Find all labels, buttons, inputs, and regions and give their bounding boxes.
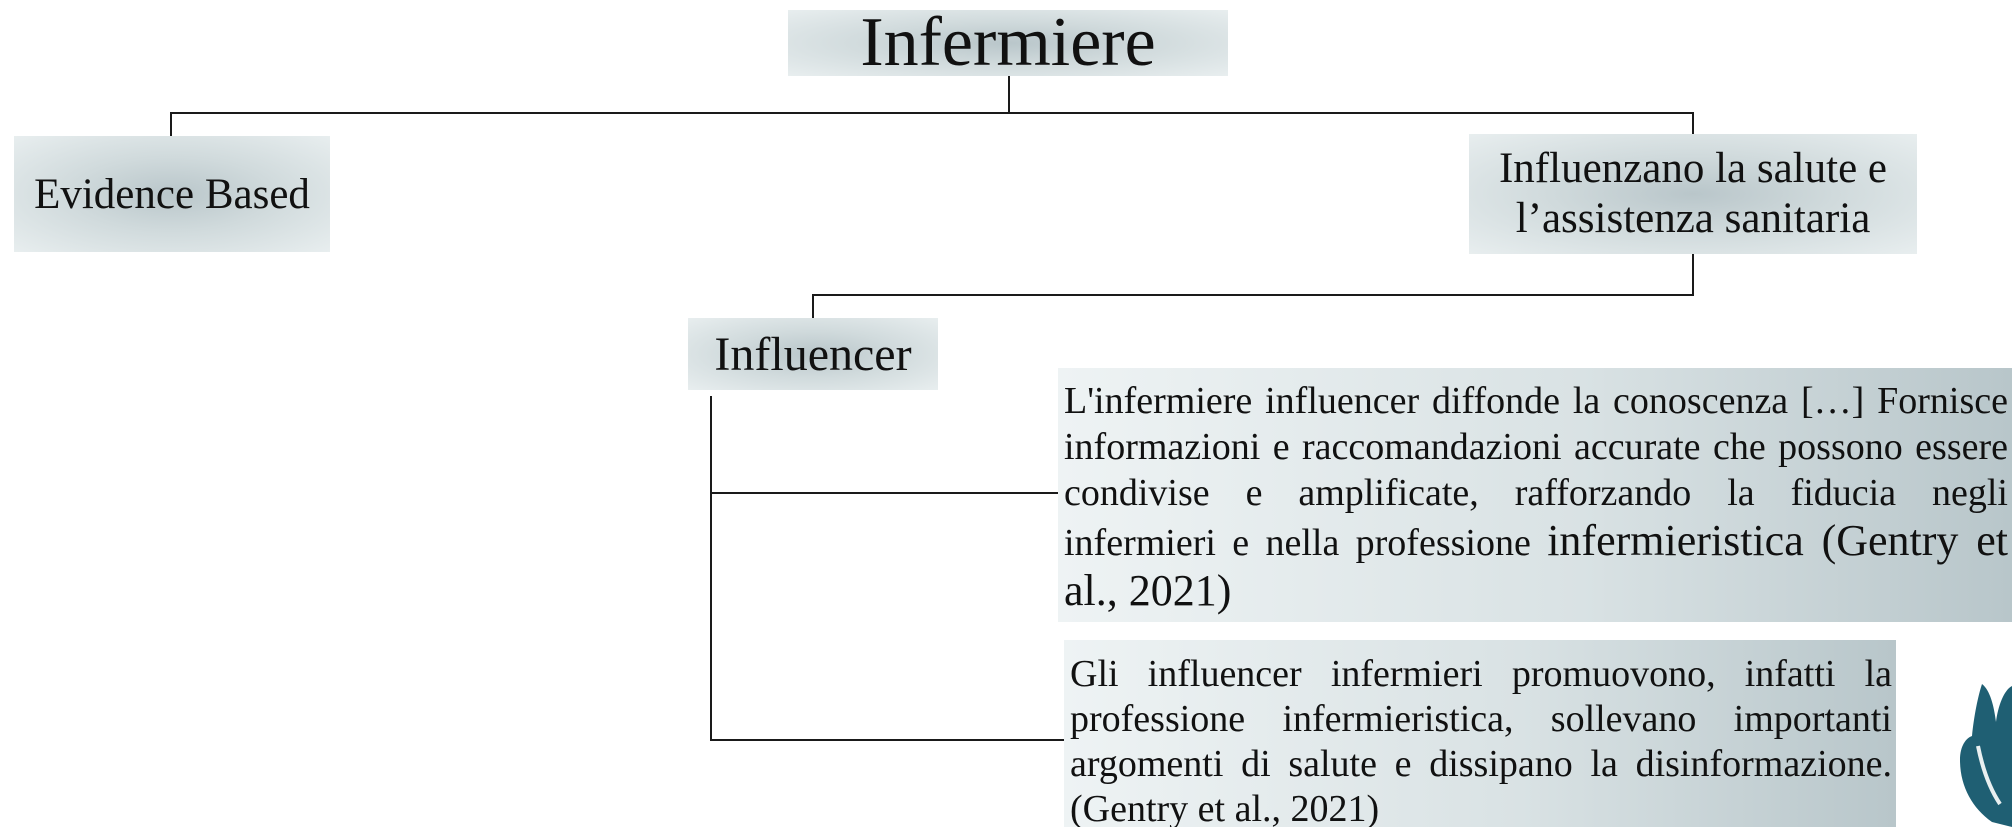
description-box-1: L'infermiere influencer diffonde la cono… <box>1058 368 2012 622</box>
node-infermiere-label: Infermiere <box>860 4 1156 81</box>
description-1-citation: infermieristica (Gentry et al., 2021) <box>1064 516 2008 615</box>
node-influencer-label: Influencer <box>714 327 912 381</box>
node-influenzano: Influenzano la salute e l’assistenza san… <box>1469 134 1917 254</box>
connector-influenzano-stem <box>1692 254 1694 296</box>
node-evidence-based-label: Evidence Based <box>34 170 310 218</box>
connector-to-description-1 <box>710 492 1060 494</box>
hand-logo-icon <box>1960 684 2012 827</box>
connector-to-influencer <box>812 294 814 318</box>
description-box-2: Gli influencer infermieri promuovono, in… <box>1064 640 1896 827</box>
connector-to-influenzano <box>1692 112 1694 134</box>
node-infermiere: Infermiere <box>788 4 1228 81</box>
node-influenzano-line1: Influenzano la salute e <box>1498 145 1887 192</box>
connector-influencer-bar <box>812 294 1694 296</box>
connector-to-evidence <box>170 112 172 136</box>
connector-root-bar <box>170 112 1694 114</box>
node-evidence-based: Evidence Based <box>14 136 330 252</box>
node-influencer: Influencer <box>688 318 938 390</box>
connector-influencer-trunk <box>710 396 712 741</box>
connector-to-description-2 <box>710 739 1066 741</box>
description-2-text: Gli influencer infermieri promuovono, in… <box>1070 653 1892 827</box>
description-1-text: L'infermiere influencer diffonde la cono… <box>1064 380 2008 564</box>
node-influenzano-line2: l’assistenza sanitaria <box>1515 195 1871 242</box>
connector-root-stem <box>1008 76 1010 114</box>
node-influenzano-text: Influenzano la salute e l’assistenza san… <box>1499 144 1887 244</box>
